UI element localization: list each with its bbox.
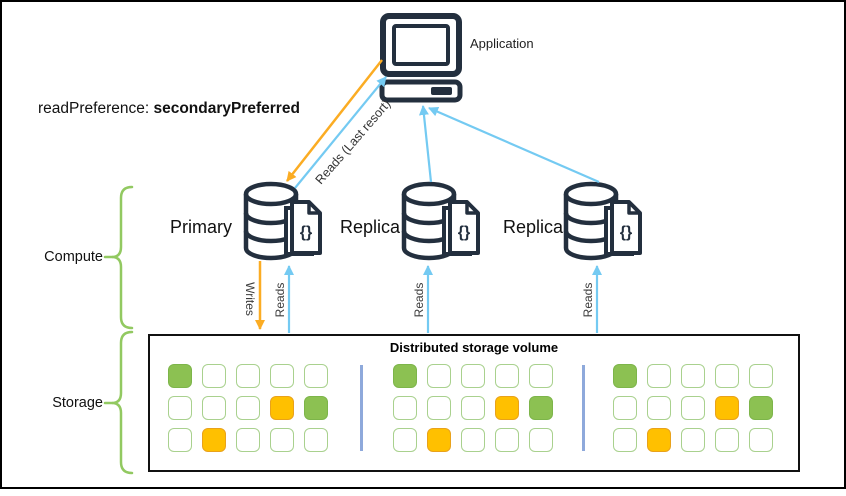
storage-block-green xyxy=(393,364,417,388)
storage-block-empty xyxy=(270,428,294,452)
storage-block-empty xyxy=(202,396,226,420)
read-preference-caption: readPreference: secondaryPreferred xyxy=(38,100,300,118)
application-computer-icon xyxy=(379,13,463,103)
storage-block-green xyxy=(304,396,328,420)
storage-block-empty xyxy=(749,428,773,452)
storage-segment-divider-1 xyxy=(360,365,363,451)
storage-segment-3 xyxy=(613,364,773,452)
storage-block-empty xyxy=(236,396,260,420)
storage-block-orange xyxy=(270,396,294,420)
storage-block-orange xyxy=(647,428,671,452)
storage-block-orange xyxy=(715,396,739,420)
read-preference-value: secondaryPreferred xyxy=(153,100,300,117)
storage-block-empty xyxy=(647,364,671,388)
replica-1-database-icon: {} xyxy=(401,181,480,261)
reads-replica1-to-app-arrow xyxy=(418,105,433,183)
node-label-primary: Primary xyxy=(170,217,232,237)
storage-block-empty xyxy=(304,428,328,452)
storage-segment-divider-2 xyxy=(582,365,585,451)
storage-block-empty xyxy=(613,396,637,420)
node-label-replica-2: Replica xyxy=(502,217,563,237)
storage-group-label: Storage xyxy=(52,395,103,411)
reads-edge-label-replica1: Reads xyxy=(412,282,426,318)
reads-last-resort-arrow xyxy=(294,76,387,189)
writes-app-to-primary-arrow xyxy=(286,59,383,182)
storage-block-empty xyxy=(749,364,773,388)
storage-block-empty xyxy=(681,428,705,452)
storage-block-empty xyxy=(495,428,519,452)
storage-block-empty xyxy=(304,364,328,388)
compute-brace xyxy=(111,185,134,330)
storage-block-empty xyxy=(427,364,451,388)
writes-edge-label: Writes xyxy=(243,282,257,316)
storage-block-empty xyxy=(461,396,485,420)
storage-block-empty xyxy=(427,396,451,420)
read-preference-prefix: readPreference: xyxy=(38,100,154,117)
code-braces-glyph: {} xyxy=(300,224,312,241)
storage-block-orange xyxy=(427,428,451,452)
storage-block-empty xyxy=(613,428,637,452)
node-label-replica-1: Replica xyxy=(339,217,400,237)
storage-block-empty xyxy=(270,364,294,388)
storage-box-title: Distributed storage volume xyxy=(389,340,559,355)
storage-block-empty xyxy=(393,396,417,420)
storage-block-empty xyxy=(715,364,739,388)
reads-edge-label-replica2: Reads xyxy=(581,282,595,318)
storage-block-orange xyxy=(202,428,226,452)
storage-block-empty xyxy=(461,428,485,452)
storage-block-empty xyxy=(529,428,553,452)
storage-block-empty xyxy=(168,396,192,420)
storage-brace xyxy=(111,330,134,475)
storage-block-empty xyxy=(647,396,671,420)
storage-block-green xyxy=(529,396,553,420)
replica-2-database-icon: {} xyxy=(563,181,642,261)
code-braces-glyph: {} xyxy=(458,224,470,241)
storage-block-empty xyxy=(393,428,417,452)
application-label: Application xyxy=(470,36,534,51)
storage-block-empty xyxy=(236,364,260,388)
storage-block-empty xyxy=(168,428,192,452)
storage-block-empty xyxy=(681,396,705,420)
reads-replica2-to-app-arrow xyxy=(428,106,600,184)
storage-block-empty xyxy=(202,364,226,388)
storage-segment-1 xyxy=(168,364,328,452)
distributed-storage-volume-box: Distributed storage volume xyxy=(148,334,800,472)
code-braces-glyph: {} xyxy=(620,224,632,241)
storage-block-green xyxy=(168,364,192,388)
storage-block-empty xyxy=(529,364,553,388)
storage-block-empty xyxy=(715,428,739,452)
storage-block-orange xyxy=(495,396,519,420)
reads-edge-label-primary: Reads xyxy=(273,282,287,318)
storage-block-green xyxy=(749,396,773,420)
primary-database-icon: {} xyxy=(243,181,322,261)
compute-group-label: Compute xyxy=(44,249,103,265)
storage-block-empty xyxy=(236,428,260,452)
storage-block-green xyxy=(613,364,637,388)
storage-block-empty xyxy=(681,364,705,388)
storage-block-empty xyxy=(495,364,519,388)
storage-segment-2 xyxy=(393,364,553,452)
storage-block-empty xyxy=(461,364,485,388)
